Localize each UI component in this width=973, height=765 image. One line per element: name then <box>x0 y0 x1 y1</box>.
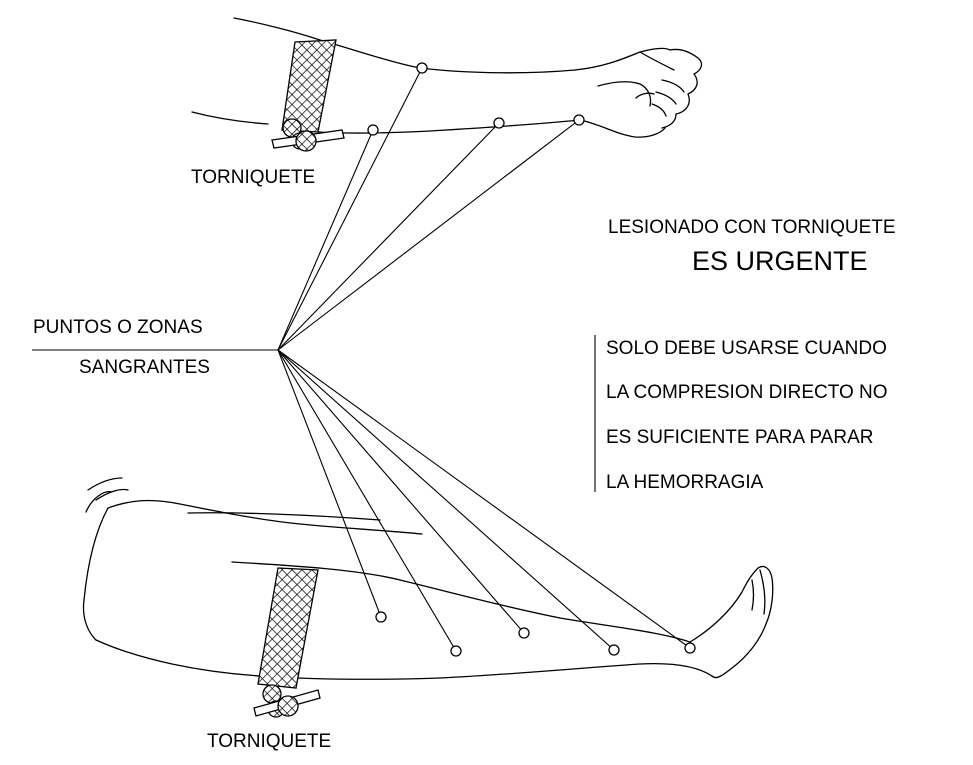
leg-bottom-contour <box>96 640 712 679</box>
arm-tourniquet-band <box>282 40 336 132</box>
hand-outline <box>598 49 701 128</box>
leg-buttock-strokes <box>86 478 128 512</box>
urgency-title-line1: LESIONADO CON TORNIQUETE <box>608 218 896 237</box>
note-line-2: LA COMPRESION DIRECTO NO <box>606 383 888 402</box>
urgency-title-line2: ES URGENTE <box>692 248 868 275</box>
leader-leg-calf <box>278 350 614 650</box>
note-line-1: SOLO DEBE USARSE CUANDO <box>606 339 887 358</box>
toe-lines <box>752 570 765 614</box>
leg-tourniquet-band <box>258 568 318 688</box>
bleeding-point-markers <box>368 63 695 656</box>
bleeding-points-label-line2: SANGRANTES <box>79 358 210 377</box>
leg-tourniquet-knot <box>254 685 320 717</box>
bleeding-points-label-line1: PUNTOS O ZONAS <box>33 318 203 337</box>
tourniquet-label-arm: TORNIQUETE <box>191 168 315 187</box>
tourniquet-label-leg: TORNIQUETE <box>207 732 331 751</box>
bleeding-point-arm-forearm <box>494 118 504 128</box>
note-line-4: LA HEMORRAGIA <box>606 473 763 492</box>
foot-outline <box>690 566 773 677</box>
bleeding-point-arm-wrist <box>574 115 584 125</box>
leader-arm-elbow <box>278 130 373 350</box>
bleeding-point-leg-ankle <box>685 643 695 653</box>
leg-inner-line <box>188 513 380 520</box>
leg-illustration <box>84 478 773 679</box>
leader-arm-forearm <box>278 123 499 350</box>
arm-lower-contour-left <box>192 112 268 124</box>
bleeding-point-leg-knee <box>451 646 461 656</box>
leader-leg-shin <box>278 350 524 633</box>
note-line-3: ES SUFICIENTE PARA PARAR <box>606 428 873 447</box>
leg-top-contour <box>108 501 422 534</box>
leg-hip-curve <box>84 508 109 640</box>
arm-illustration <box>192 18 701 137</box>
bleeding-point-leg-calf <box>609 645 619 655</box>
leader-arm-wrist <box>278 120 579 350</box>
bleeding-point-arm-upper <box>417 63 427 73</box>
bleeding-point-arm-elbow <box>368 125 378 135</box>
bleeding-point-leg-shin <box>519 628 529 638</box>
bleeding-point-leg-thigh <box>376 612 386 622</box>
